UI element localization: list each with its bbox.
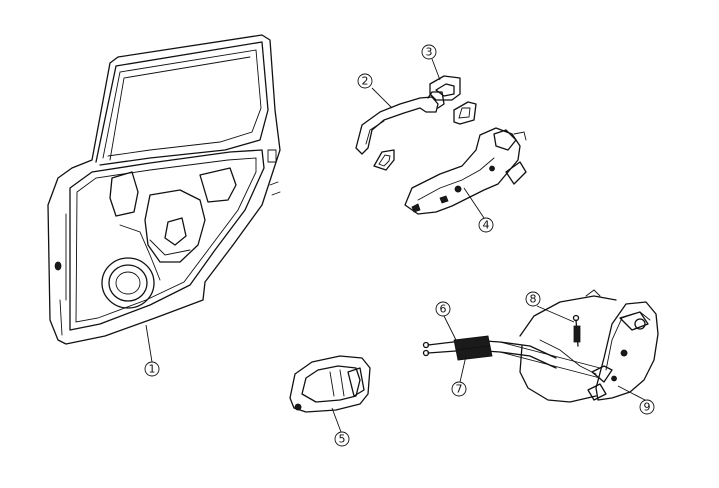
callout-7-label: 7 [456,383,463,396]
callout-4: 4 [478,217,494,233]
callout-6: 6 [435,301,451,317]
callout-6-label: 6 [440,303,447,316]
callout-4-label: 4 [483,219,490,232]
callout-5: 5 [334,431,350,447]
callout-8: 8 [525,291,541,307]
callout-5-label: 5 [339,433,346,446]
callout-8-label: 8 [530,293,537,306]
outside-door-handle [355,91,445,171]
callout-7: 7 [451,381,467,397]
outside-handle-frame [404,127,527,215]
callout-2: 2 [357,73,373,89]
callout-1-label: 1 [149,363,156,376]
lock-rod [572,314,581,347]
callout-1: 1 [144,361,160,377]
callout-3: 3 [421,44,437,60]
door-lock-assembly [519,289,659,403]
control-cables [422,335,601,379]
callout-3-label: 3 [426,46,433,59]
leader-lines [145,58,646,433]
handle-cap [429,75,477,125]
callout-9: 9 [639,399,655,415]
callout-9-label: 9 [644,401,651,414]
door-panel [47,34,281,345]
inside-door-handle [289,355,371,413]
callout-2-label: 2 [362,75,369,88]
